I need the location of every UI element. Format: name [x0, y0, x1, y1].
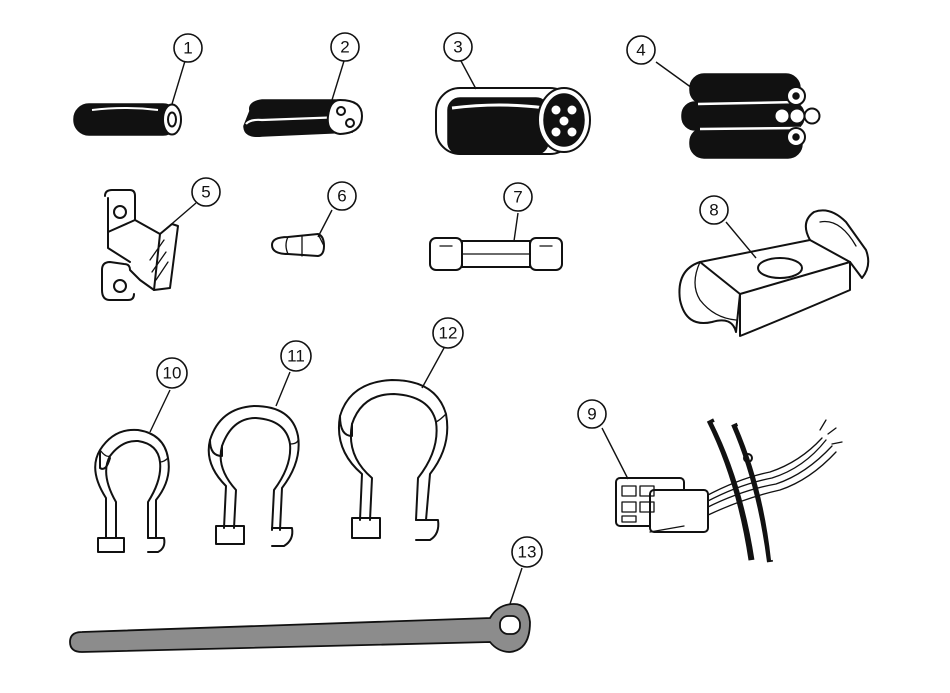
part-9-multipin-connector: [601, 418, 843, 563]
callout-3: 3: [443, 32, 473, 62]
part-3-connector-body: [435, 60, 591, 155]
callout-12: 12: [432, 317, 464, 349]
part-8-clip: [678, 209, 870, 337]
callout-13: 13: [511, 536, 543, 568]
callout-4-label: 4: [636, 41, 645, 60]
part-13-cable-tie: [69, 567, 531, 653]
callout-8: 8: [699, 195, 729, 225]
callout-13-label: 13: [518, 543, 537, 562]
callout-1: 1: [173, 33, 203, 63]
callout-6: 6: [327, 181, 357, 211]
part-6-bullet-terminal: [271, 209, 333, 257]
callout-2: 2: [330, 32, 360, 62]
callout-10: 10: [156, 357, 188, 389]
callout-9: 9: [577, 399, 607, 429]
callout-12-label: 12: [439, 324, 458, 343]
callout-5-label: 5: [201, 183, 210, 202]
part-5-bracket: [101, 189, 197, 301]
part-1-single-sleeve: [73, 60, 186, 136]
part-2-double-sleeve: [243, 60, 364, 138]
callout-7: 7: [503, 182, 533, 212]
callout-2-label: 2: [340, 38, 349, 57]
callout-3-label: 3: [453, 38, 462, 57]
callout-11-label: 11: [287, 347, 305, 366]
part-7-glass-fuse: [429, 212, 563, 271]
callout-1-label: 1: [183, 39, 192, 58]
callout-8-label: 8: [709, 201, 718, 220]
callout-10-label: 10: [163, 364, 182, 383]
part-4-six-way-grommet: [655, 61, 821, 159]
callout-6-label: 6: [337, 187, 346, 206]
callout-5: 5: [191, 177, 221, 207]
part-10-small-p-clip: [94, 389, 171, 553]
part-11-medium-p-clip: [207, 371, 300, 547]
callout-4: 4: [626, 35, 656, 65]
callout-9-label: 9: [587, 405, 596, 424]
callout-11: 11: [280, 340, 312, 372]
part-12-large-p-clip: [338, 347, 449, 541]
callout-7-label: 7: [513, 188, 522, 207]
